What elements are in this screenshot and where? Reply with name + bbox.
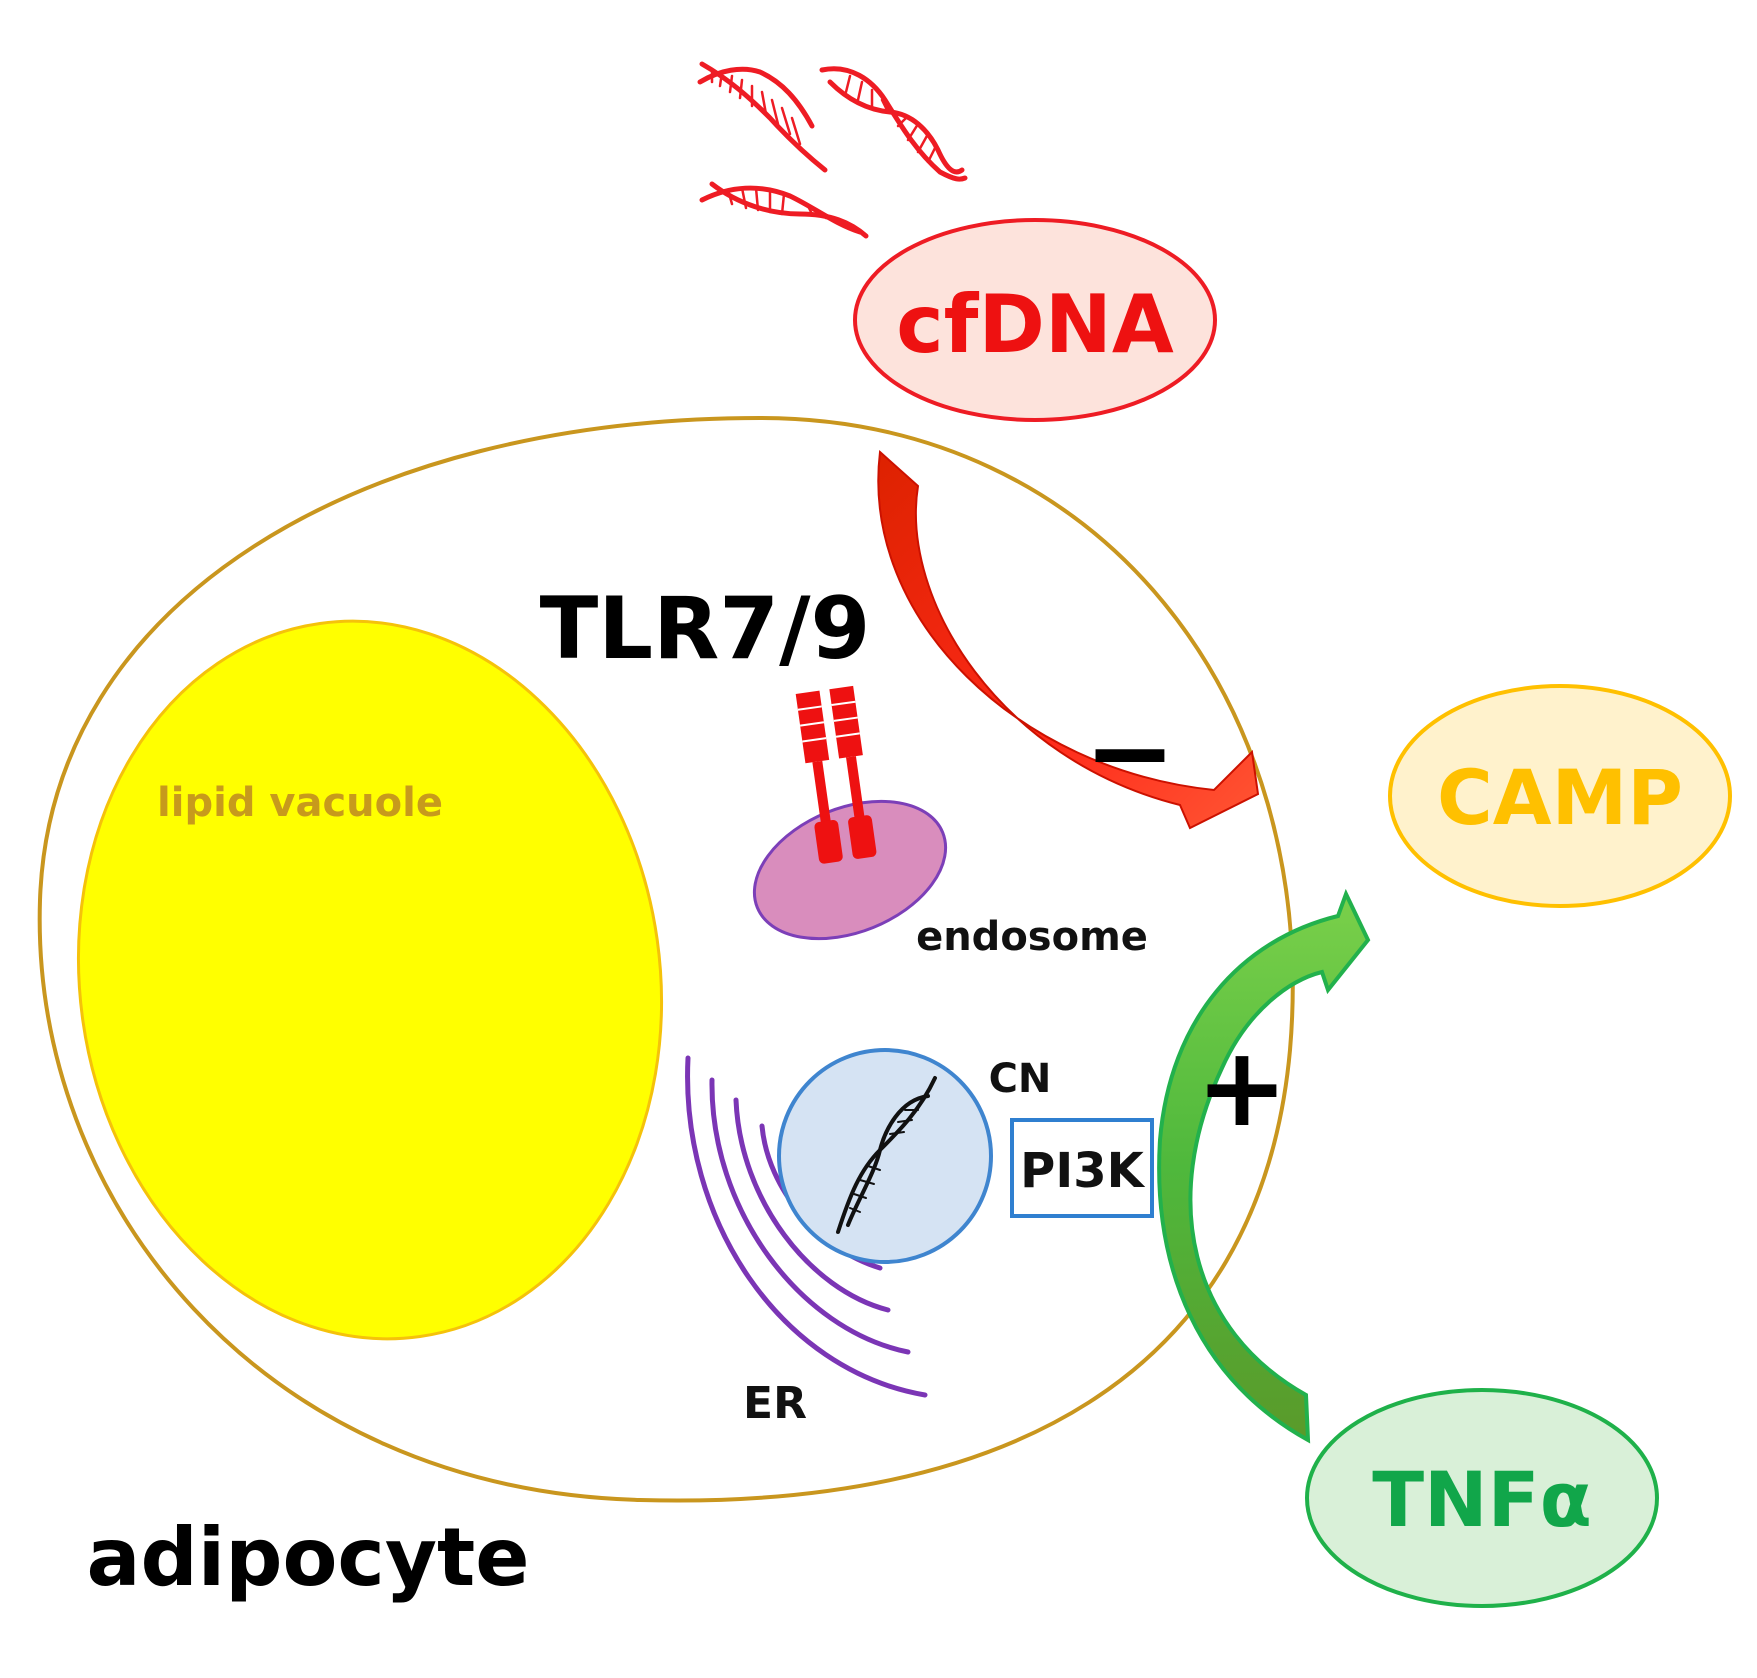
tlr-receptor-icon	[795, 685, 877, 864]
pi3k-label: PI3K	[1020, 1143, 1145, 1199]
tnf-stimulation-arrow	[1157, 888, 1371, 1444]
cfdna-ellipse	[853, 218, 1217, 422]
adipocyte-label: adipocyte	[87, 1511, 530, 1604]
adipocyte-membrane	[37, 415, 1295, 1503]
minus-sign: −	[1084, 688, 1176, 816]
camp-label: CAMP	[1437, 753, 1683, 842]
cfdna-label: cfDNA	[896, 278, 1174, 371]
lipid-vacuole-label: lipid vacuole	[157, 780, 443, 826]
dna-fragment-1-icon	[697, 61, 828, 173]
er-label: ER	[743, 1378, 807, 1429]
camp-ellipse	[1388, 684, 1732, 908]
cn-label: CN	[989, 1056, 1052, 1102]
endosome-label: endosome	[916, 914, 1148, 960]
nucleus	[777, 1048, 993, 1264]
pi3k-box	[1010, 1118, 1154, 1218]
tlr-label: TLR7/9	[540, 579, 871, 679]
dna-fragment-2-icon	[819, 66, 968, 182]
nucleus-dna-icon	[836, 1076, 937, 1234]
tnfa-ellipse	[1305, 1388, 1659, 1608]
cfdna-inhibition-arrow	[877, 449, 1260, 830]
tnfa-label: TNFα	[1372, 1455, 1592, 1544]
lipid-vacuole	[76, 619, 664, 1341]
dna-fragment-3-icon	[699, 181, 869, 239]
plus-sign: +	[1196, 1023, 1288, 1151]
